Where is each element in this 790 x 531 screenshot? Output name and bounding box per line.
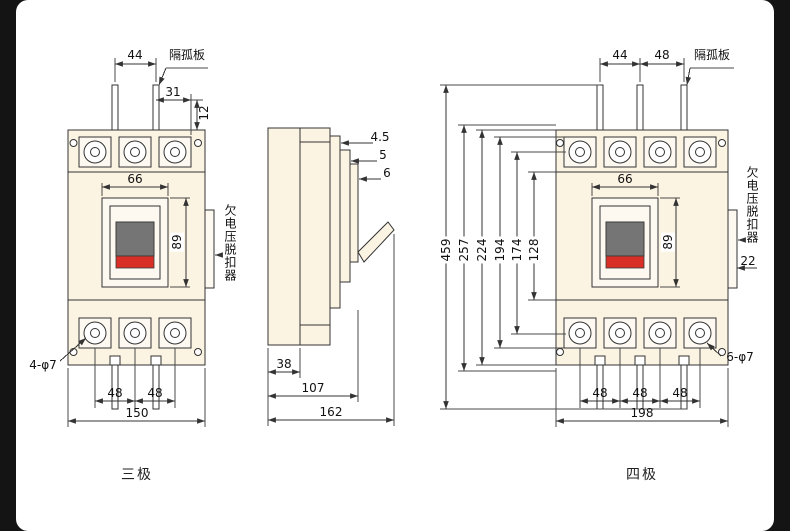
undervoltage-label-3p: 欠电压脱扣器 [223,204,237,282]
caption-three-pole: 三极 [121,467,153,483]
red-indicator-4p [605,255,645,269]
dim-step-4-5: 4.5 [370,130,390,144]
dim-height-128: 128 [527,236,541,264]
dim-pole-pitch-3-4p: 48 [672,386,688,400]
arc-barrier-label-4p: 隔孤板 [693,48,731,62]
undervoltage-tab-3p [204,209,215,289]
dim-pole-pitch-1-4p: 48 [592,386,608,400]
four-pole-view [440,58,757,427]
dim-step-5: 5 [379,148,387,162]
dim-pole-pitch-2-3p: 48 [147,386,163,400]
dim-window-height-4p: 89 [661,232,675,252]
arc-barrier-pins-bottom [109,355,162,410]
dimension-lines-side [267,140,395,426]
dim-pole-pitch-1-3p: 48 [107,386,123,400]
side-step-3 [349,163,359,263]
dim-overall-width-4p: 198 [630,406,654,420]
dim-overall-width-3p: 150 [125,406,149,420]
arc-barrier-pins-bottom-4p [594,355,690,410]
dim-window-width-4p: 66 [617,172,633,186]
dim-height-224: 224 [475,236,489,264]
bottom-terminals-3p [78,317,192,349]
dimension-lines-4p [440,58,757,427]
dim-12: 12 [197,105,211,121]
dim-base-depth: 38 [276,357,292,371]
dim-total-depth: 162 [319,405,343,419]
side-step-2 [339,149,351,283]
undervoltage-label-4p: 欠电压脱扣器 [745,166,759,244]
dim-pole-pitch-2-4p: 48 [632,386,648,400]
side-cover [299,127,331,346]
mounting-holes-4p [556,139,726,356]
dim-tab-22: 22 [740,254,756,268]
top-terminals-4p [563,136,717,168]
dim-height-174: 174 [510,236,524,264]
side-step-1 [329,135,341,309]
dim-top-pitch-44-4p: 44 [612,48,628,62]
mounting-holes-label-4p: 6-φ7 [726,350,754,364]
red-indicator-3p [115,255,155,269]
handle-4p [605,221,645,257]
dimension-lines-3p [59,58,223,427]
dim-total-height: 459 [439,236,453,264]
undervoltage-tab-4p [727,209,738,289]
side-view [267,127,395,426]
dim-window-width-3p: 66 [127,172,143,186]
side-base [267,127,301,346]
dim-top-pitch-48-4p: 48 [654,48,670,62]
arc-barrier-label-3p: 隔孤板 [168,48,206,62]
dim-height-194: 194 [493,236,507,264]
handle-window-4p [591,197,659,288]
dim-top-pitch-3p: 44 [127,48,143,62]
handle-window-3p [101,197,169,288]
dim-body-depth: 107 [301,381,325,395]
dim-height-257: 257 [457,236,471,264]
handle-3p [115,221,155,257]
dim-step-6: 6 [383,166,391,180]
mounting-holes-label-3p: 4-φ7 [29,358,57,372]
dim-window-height-3p: 89 [170,232,184,252]
top-terminals-3p [78,136,192,168]
dim-31: 31 [165,85,181,99]
toggle-handle [357,221,395,263]
caption-four-pole: 四极 [626,467,658,483]
